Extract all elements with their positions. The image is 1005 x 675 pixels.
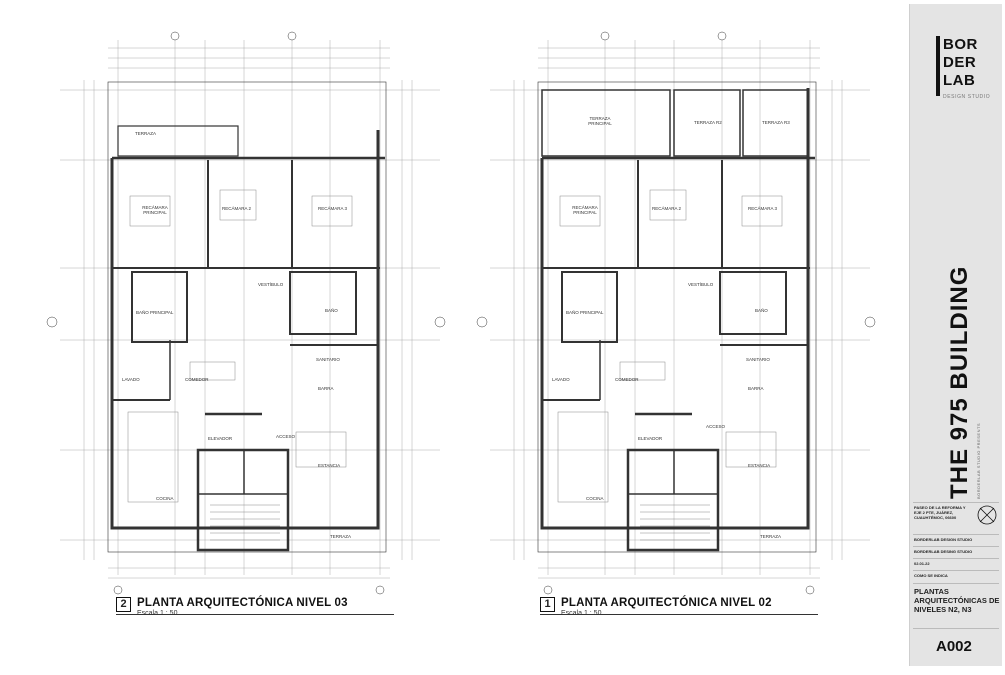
divider (913, 583, 999, 584)
divider (913, 502, 999, 503)
room-label: LAVADO (122, 377, 140, 382)
room-label: TERRAZA PRINCIPAL (588, 116, 612, 126)
divider (913, 558, 999, 559)
room-labels: TERRAZA RECÁMARA PRINCIPAL RECÁMARA 2 RE… (0, 0, 460, 670)
room-label: TERRAZA R3 (762, 120, 790, 125)
drawing-title-block: 1 PLANTA ARQUITECTÓNICA NIVEL 02 Escala … (540, 597, 772, 617)
room-label: SANITARIO (316, 357, 340, 362)
room-label: COMEDOR (615, 377, 639, 382)
logo-subtitle: DESIGN STUDIO (943, 94, 991, 100)
drawing-number: 1 (540, 597, 555, 612)
project-subtitle: BORDERLAB STUDIO PRESENTS (976, 422, 981, 499)
date-field: 02.01.22 (914, 561, 998, 566)
logo-line: LAB (943, 72, 976, 89)
logo-line: DER (943, 54, 977, 71)
room-label: COMEDOR (185, 377, 209, 382)
room-label: BARRA (748, 386, 764, 391)
logo-bar (936, 36, 940, 96)
sheet-number: A002 (936, 638, 972, 655)
room-label: RECÁMARA PRINCIPAL (572, 205, 598, 215)
room-label: COCINA (156, 496, 174, 501)
designer-value: BORDERLAB DESING STUDIO (914, 549, 973, 554)
room-label: BAÑO PRINCIPAL (136, 310, 174, 315)
title-block-sidebar: BOR DER LAB DESIGN STUDIO THE 975 BUILDI… (909, 4, 1002, 666)
floor-plan-level-02: TERRAZA PRINCIPAL TERRAZA R2 TERRAZA R3 … (440, 0, 900, 670)
date-value: 02.01.22 (914, 561, 930, 566)
room-label: ACCESO (276, 434, 296, 439)
room-label: ELEVADOR (638, 436, 663, 441)
scale-field: COMO SE INDICA (914, 573, 998, 578)
address-field: PASEO DE LA REFORMA Y EJE 2 PTE, JUÁREZ,… (914, 505, 974, 520)
room-label: RECÁMARA 2 (222, 206, 252, 211)
drawing-scale: Escala 1 : 50 (561, 610, 772, 617)
room-label: BARRA (318, 386, 334, 391)
room-label: LAVADO (552, 377, 570, 382)
room-label: VESTÍBULO (258, 282, 284, 287)
room-label: ESTANCIA (748, 463, 771, 468)
studio-logo: BOR DER LAB DESIGN STUDIO (936, 36, 992, 110)
floor-plan-drawing (476, 31, 876, 595)
room-label: ELEVADOR (208, 436, 233, 441)
room-label: TERRAZA R2 (694, 120, 722, 125)
drawing-scale: Escala 1 : 50 (137, 610, 348, 617)
drawing-number: 2 (116, 597, 131, 612)
divider (913, 534, 999, 535)
room-label: RECÁMARA 3 (318, 206, 348, 211)
sheet-title: PLANTAS ARQUITECTÓNICAS DE NIVELES N2, N… (914, 587, 1000, 614)
drawing-title: PLANTA ARQUITECTÓNICA NIVEL 02 (561, 597, 772, 609)
scale-value: COMO SE INDICA (914, 573, 948, 578)
drawing-title: PLANTA ARQUITECTÓNICA NIVEL 03 (137, 597, 348, 609)
client-field: BORDERLAB DESIGN STUDIO (914, 537, 998, 542)
room-label: TERRAZA (135, 131, 157, 136)
address-value: PASEO DE LA REFORMA Y EJE 2 PTE, JUÁREZ,… (914, 505, 966, 520)
room-label: BAÑO (755, 308, 768, 313)
title-underline (540, 614, 818, 615)
client-value: BORDERLAB DESIGN STUDIO (914, 537, 973, 542)
project-title-area: THE 975 BUILDING BORDERLAB STUDIO PRESEN… (910, 209, 1002, 509)
title-underline (116, 614, 394, 615)
room-label: RECÁMARA 2 (652, 206, 682, 211)
room-label: ACCESO (706, 424, 726, 429)
divider (913, 628, 999, 629)
room-label: VESTÍBULO (688, 282, 714, 287)
floor-plan-drawing (46, 31, 446, 595)
room-label: TERRAZA (330, 534, 352, 539)
room-label: COCINA (586, 496, 604, 501)
room-labels: TERRAZA PRINCIPAL TERRAZA R2 TERRAZA R3 … (440, 0, 900, 670)
designer-field: BORDERLAB DESING STUDIO (914, 549, 998, 554)
north-arrow-icon (976, 504, 998, 526)
project-title: THE 975 BUILDING (946, 265, 973, 499)
room-label: ESTANCIA (318, 463, 341, 468)
room-label: RECÁMARA PRINCIPAL (142, 205, 168, 215)
floor-plan-level-03: TERRAZA RECÁMARA PRINCIPAL RECÁMARA 2 RE… (0, 0, 460, 670)
divider (913, 546, 999, 547)
room-label: SANITARIO (746, 357, 770, 362)
logo-line: BOR (943, 36, 978, 53)
room-label: BAÑO (325, 308, 338, 313)
room-label: TERRAZA (760, 534, 782, 539)
room-label: BAÑO PRINCIPAL (566, 310, 604, 315)
room-label: RECÁMARA 3 (748, 206, 778, 211)
divider (913, 570, 999, 571)
drawing-title-block: 2 PLANTA ARQUITECTÓNICA NIVEL 03 Escala … (116, 597, 348, 617)
